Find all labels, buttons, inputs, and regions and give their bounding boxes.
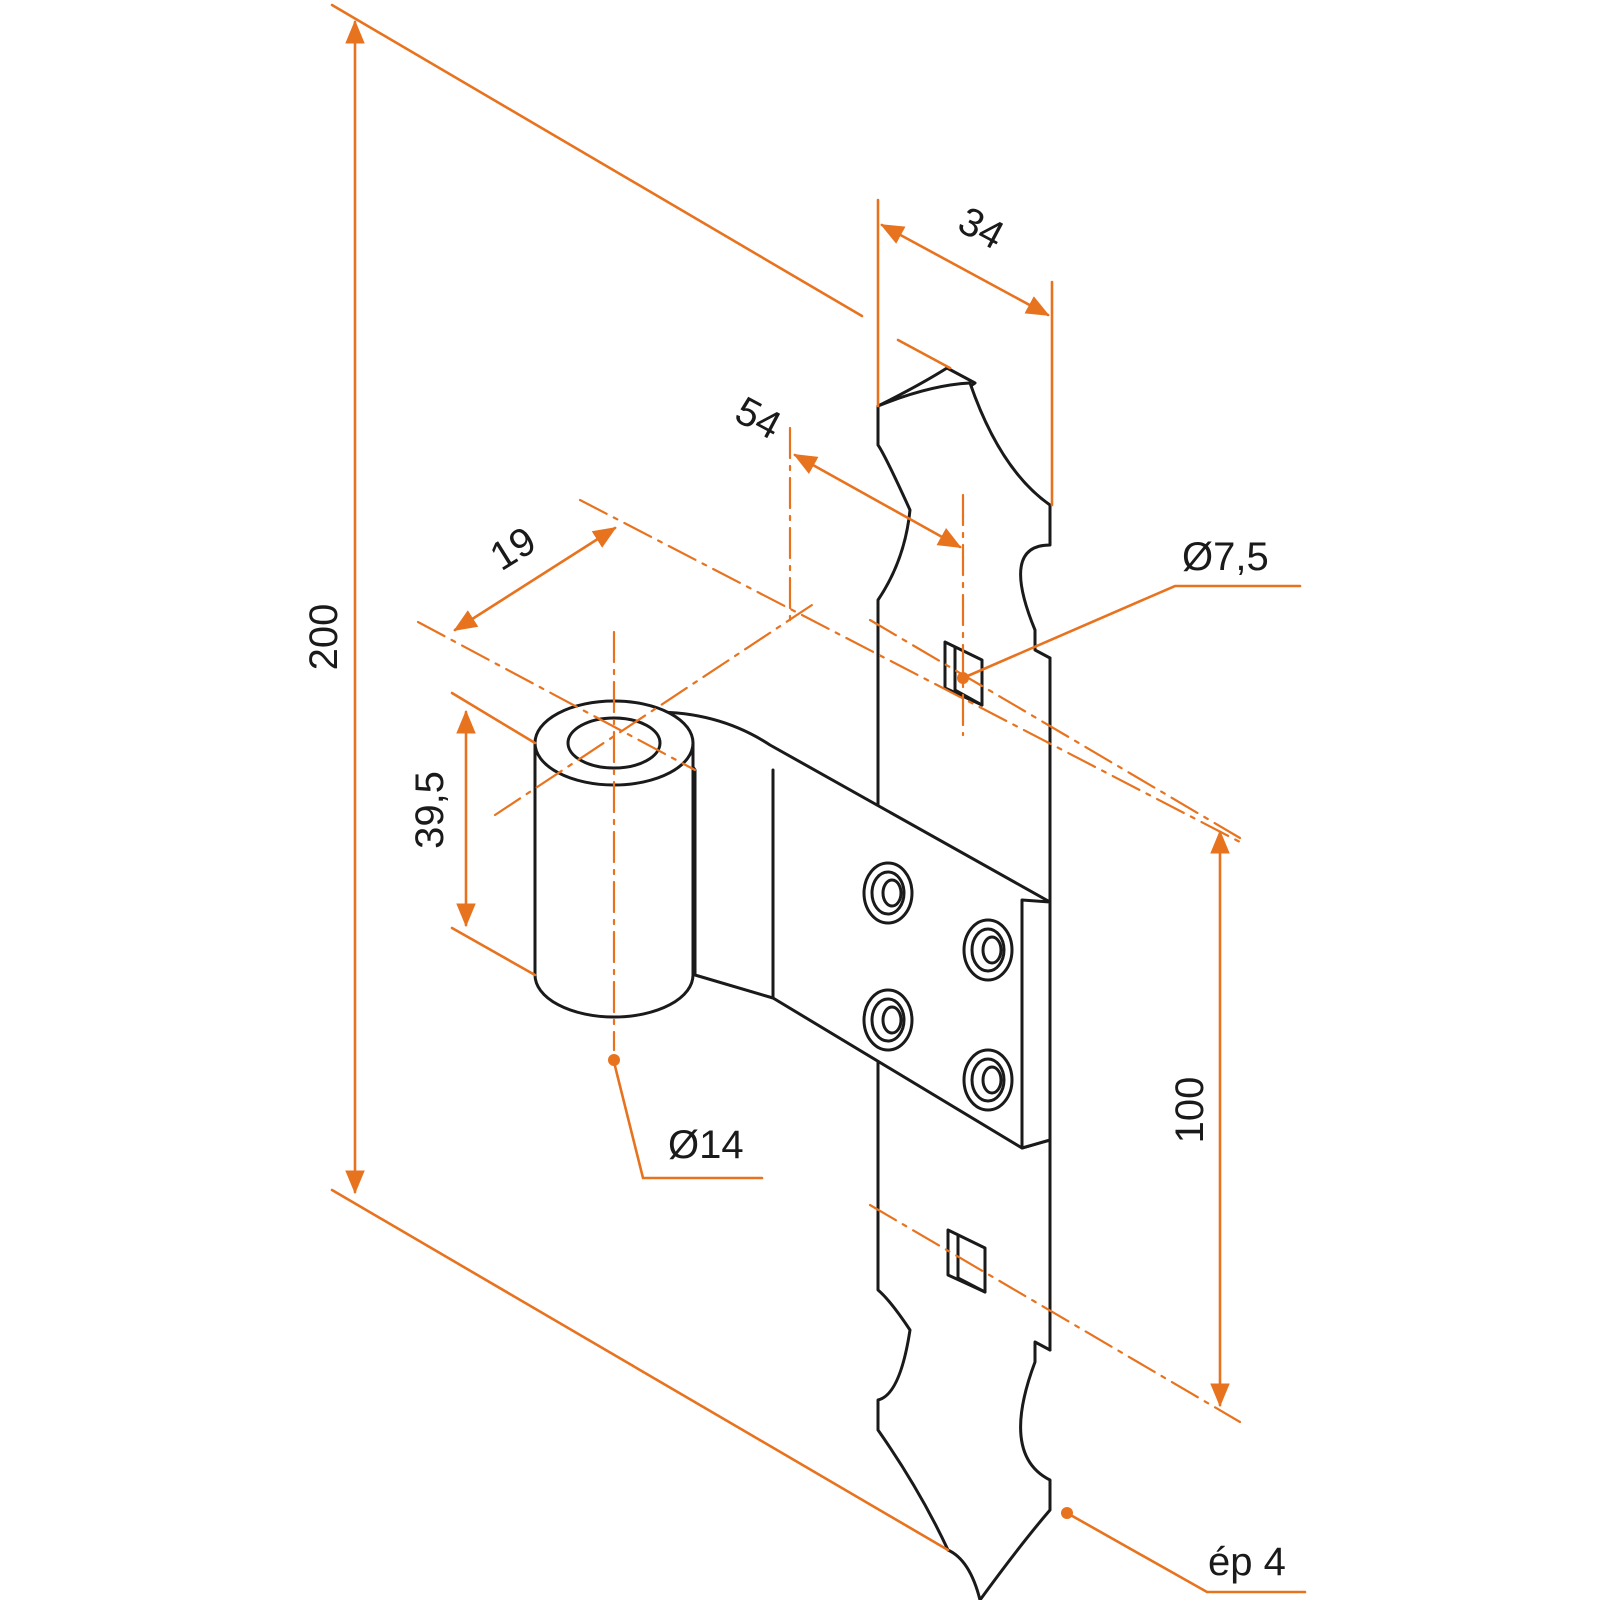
ext-line-39-bottom bbox=[450, 926, 537, 977]
axis-line-hole-top bbox=[868, 618, 1242, 840]
hinge-part bbox=[533, 366, 1052, 1600]
screw-hole-3 bbox=[862, 988, 914, 1052]
label-width-strap: 34 bbox=[951, 199, 1011, 259]
ext-line-200-top bbox=[330, 3, 864, 318]
hinge-leaf bbox=[653, 710, 1052, 1150]
label-knuckle-offset: 19 bbox=[483, 519, 544, 580]
leader-hole-diameter bbox=[961, 584, 1302, 680]
label-thickness: ép 4 bbox=[1208, 1540, 1286, 1584]
axis-line-knuckle bbox=[416, 620, 697, 772]
label-hole-diameter: Ø7,5 bbox=[1182, 535, 1269, 579]
pin-dot bbox=[608, 1054, 620, 1066]
leader-pin-diameter bbox=[612, 1060, 764, 1180]
label-height-total: 200 bbox=[302, 604, 346, 671]
screw-hole-2 bbox=[962, 918, 1014, 982]
label-pin-diameter: Ø14 bbox=[668, 1123, 744, 1167]
axis-line-19-top bbox=[578, 498, 1242, 844]
label-knuckle-height: 39,5 bbox=[408, 771, 452, 849]
axis-line-hole-bottom bbox=[868, 1203, 1242, 1424]
dimension-layer bbox=[330, 3, 1307, 1594]
knuckle-body bbox=[533, 741, 695, 1019]
screw-hole-1 bbox=[862, 861, 914, 925]
leader-thickness bbox=[1065, 1511, 1307, 1594]
dim-line-54 bbox=[793, 453, 962, 549]
ext-line-34-top bbox=[896, 338, 952, 370]
label-hole-spacing: 100 bbox=[1168, 1077, 1212, 1144]
dim-line-34 bbox=[880, 223, 1050, 317]
ext-line-39-top bbox=[450, 691, 537, 745]
dim-line-19 bbox=[453, 526, 617, 632]
axis-line-diagonal bbox=[493, 603, 814, 817]
leaf-side bbox=[1020, 898, 1052, 1150]
label-offset-axis: 54 bbox=[728, 389, 788, 449]
screw-hole-4 bbox=[962, 1048, 1014, 1112]
ext-line-200-bottom bbox=[330, 1188, 950, 1552]
